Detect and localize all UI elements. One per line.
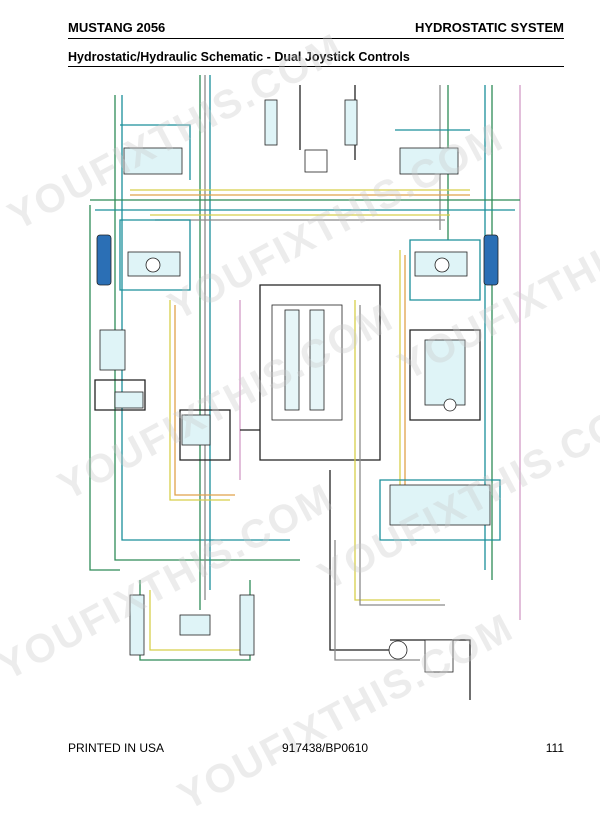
footer-print-note: PRINTED IN USA xyxy=(68,741,165,755)
title-rule xyxy=(68,66,564,67)
page-title: Hydrostatic/Hydraulic Schematic - Dual J… xyxy=(68,50,410,64)
hydraulic-schematic xyxy=(89,75,521,700)
header-section: HYDROSTATIC SYSTEM xyxy=(414,20,564,35)
footer-part-number: 917438/BP0610 xyxy=(282,741,369,755)
header-rule xyxy=(68,38,564,39)
header-model: MUSTANG 2056 xyxy=(68,20,166,35)
page-number: 111 xyxy=(545,741,564,755)
